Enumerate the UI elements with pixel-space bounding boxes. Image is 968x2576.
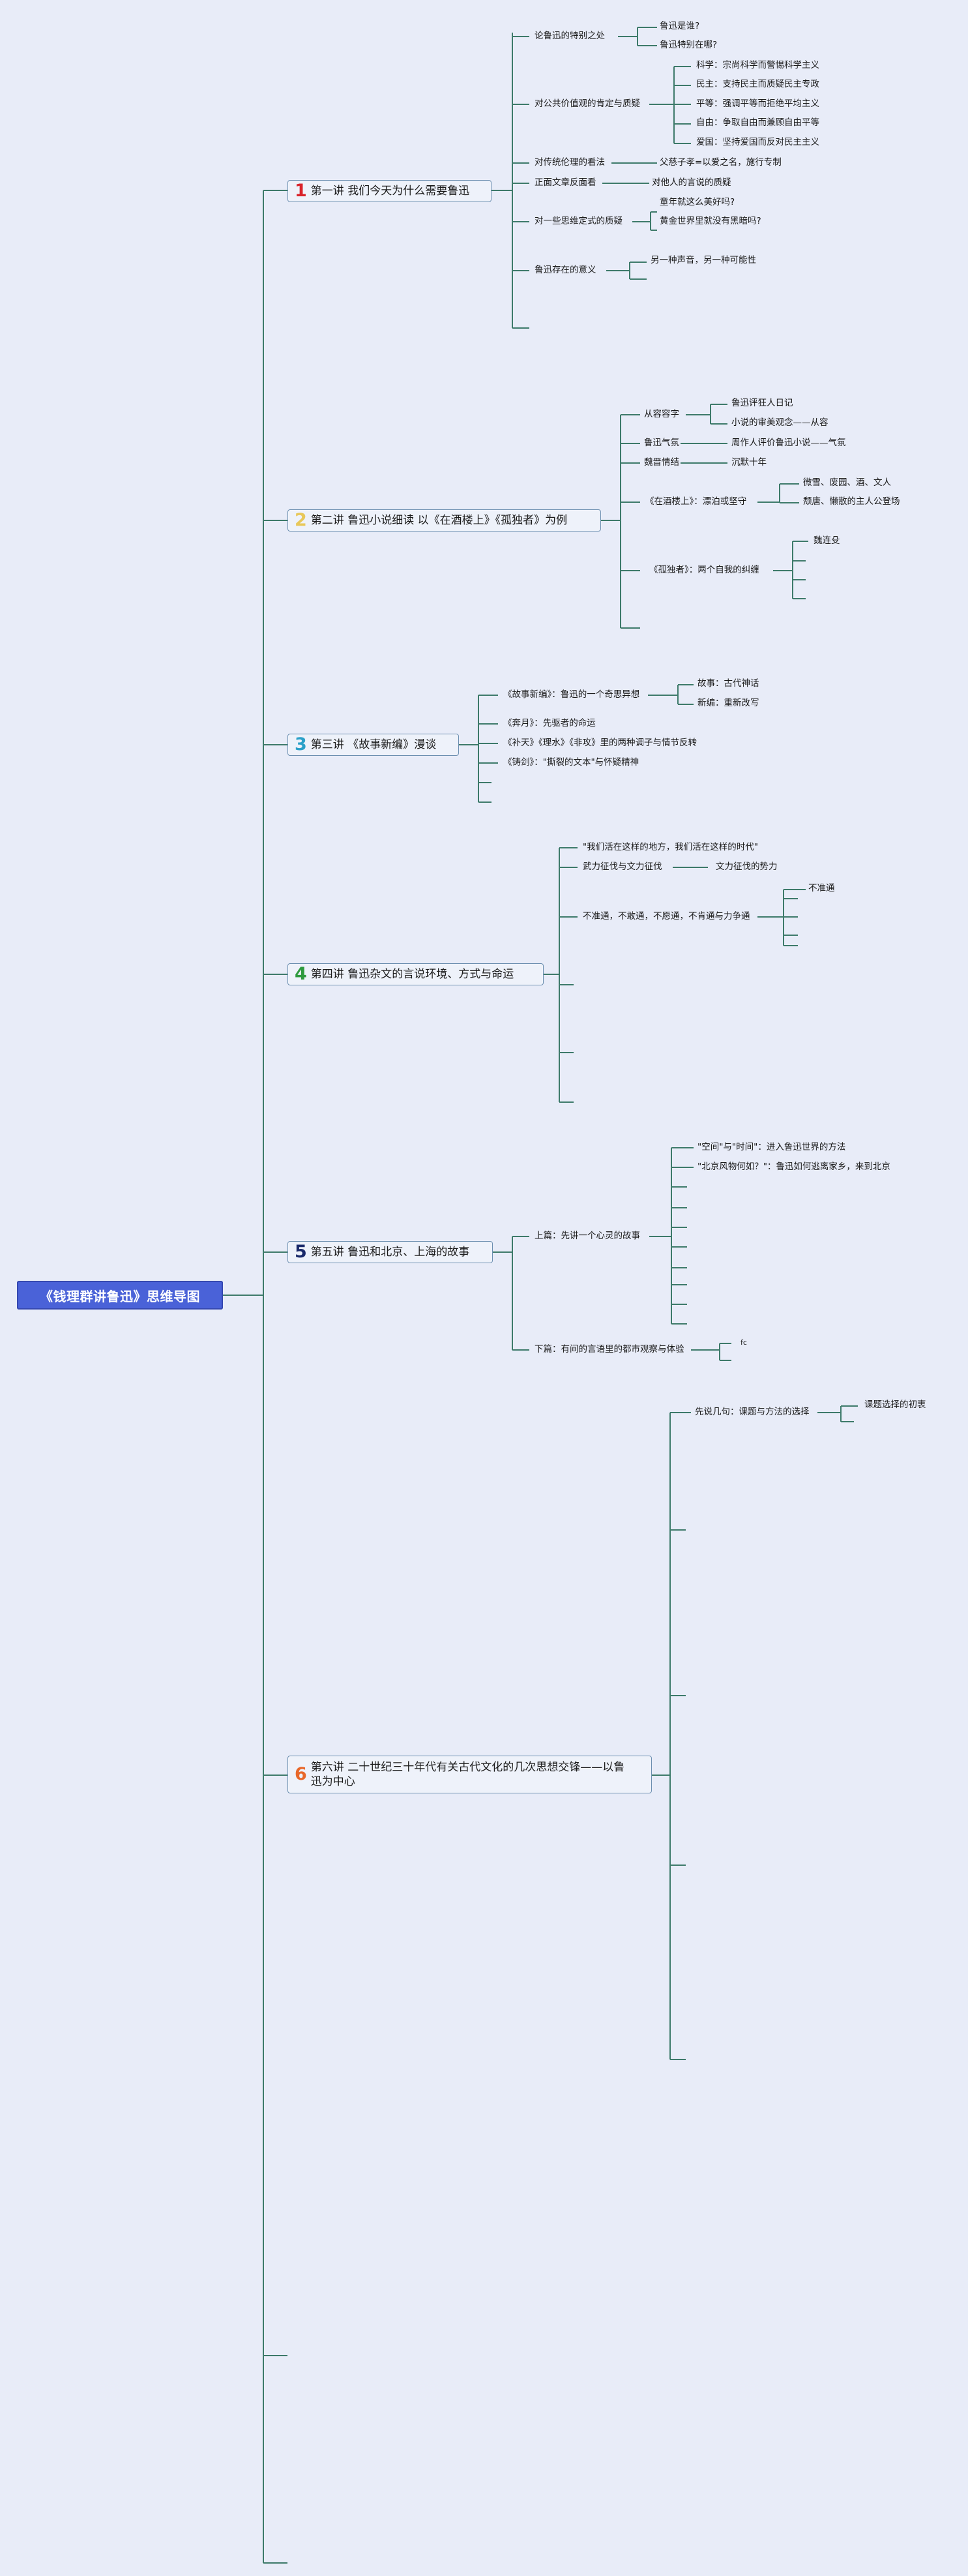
topic-6-number: 6: [295, 1764, 307, 1784]
t2-aesthetic: 小说的审美观念——从容: [731, 417, 829, 428]
t1-tradition: 对传统伦理的看法: [535, 157, 605, 168]
t6-first: 先说几句：课题与方法的选择: [695, 1407, 810, 1417]
t1-meaning: 鲁迅存在的意义: [535, 265, 596, 275]
topic-1[interactable]: 1 第一讲 我们今天为什么需要鲁迅: [287, 180, 491, 202]
topic-3-label: 第三讲 《故事新编》漫谈: [310, 738, 437, 751]
t4-not-all: 不准通，不敢通，不愿通，不肯通与力争通: [583, 911, 750, 921]
t3-butian: 《补天》《理水》《非攻》里的两种调子与情节反转: [503, 738, 697, 748]
t1-patriotism: 爱国：坚持爱国而反对民主主义: [696, 137, 819, 147]
t3-benyue: 《奔月》：先驱者的命运: [503, 718, 596, 728]
t6-origin: 课题选择的初衷: [864, 1400, 926, 1410]
t4-not-allowed: 不准通: [808, 883, 835, 893]
t5-space-time: "空间"与"时间"：进入鲁迅世界的方法: [697, 1142, 846, 1152]
t2-tavern: 《在酒楼上》：漂泊或坚守: [645, 496, 747, 507]
topic-6[interactable]: 6 第六讲 二十世纪三十年代有关古代文化的几次思想交锋——以鲁迅为中心: [287, 1756, 652, 1793]
t4-force: 武力征伐与文力征伐: [583, 861, 662, 872]
t5-part2: 下篇：有间的言语里的都市观察与体验: [535, 1344, 684, 1355]
topic-1-number: 1: [295, 181, 307, 201]
t1-special: 论鲁迅的特别之处: [535, 31, 605, 41]
t1-equality: 平等：强调平等而拒绝平均主义: [696, 98, 819, 109]
t2-lonely: 《孤独者》：两个自我的纠缠: [649, 565, 759, 575]
t1-voice: 另一种声音，另一种可能性: [651, 255, 756, 265]
topic-1-label: 第一讲 我们今天为什么需要鲁迅: [310, 185, 470, 198]
t2-zhou: 周作人评价鲁迅小说——气氛: [731, 438, 846, 448]
topic-5-number: 5: [295, 1242, 307, 1262]
t1-who: 鲁迅是谁?: [660, 21, 700, 31]
t1-golden: 黄金世界里就没有黑暗吗?: [660, 216, 761, 226]
t2-wei-lianshu: 魏连殳: [814, 535, 840, 546]
t1-filial: 父慈子孝=以爱之名，施行专制: [660, 157, 782, 168]
t5-part1: 上篇：先讲一个心灵的故事: [535, 1231, 640, 1241]
t1-public-values: 对公共价值观的肯定与质疑: [535, 98, 640, 109]
topic-5-label: 第五讲 鲁迅和北京、上海的故事: [310, 1246, 470, 1259]
t2-silence: 沉默十年: [731, 457, 767, 468]
topic-4-number: 4: [295, 964, 307, 984]
t2-wei: 魏晋情结: [644, 457, 679, 468]
t3-gushi: 故事：古代神话: [697, 678, 759, 689]
topic-4-label: 第四讲 鲁迅杂文的言说环境、方式与命运: [310, 968, 514, 981]
t3-zhujian: 《铸剑》："撕裂的文本"与怀疑精神: [503, 757, 639, 768]
t1-freedom: 自由：争取自由而兼顾自由平等: [696, 117, 819, 128]
topic-2-number: 2: [295, 510, 307, 530]
topic-6-label: 第六讲 二十世纪三十年代有关古代文化的几次思想交锋——以鲁迅为中心: [310, 1761, 625, 1788]
t3-xinbian: 《故事新编》：鲁迅的一个奇思异想: [503, 689, 640, 700]
topic-2-label: 第二讲 鲁迅小说细读 以《在酒楼上》《孤独者》为例: [310, 514, 568, 527]
t5-beijing: "北京风物何如？"：鲁迅如何逃离家乡，来到北京: [697, 1161, 890, 1172]
t1-democracy: 民主：支持民主而质疑民主专政: [696, 79, 819, 89]
t1-childhood: 童年就这么美好吗?: [660, 197, 735, 207]
t1-others: 对他人的言说的质疑: [652, 177, 731, 188]
topic-2[interactable]: 2 第二讲 鲁迅小说细读 以《在酒楼上》《孤独者》为例: [287, 509, 601, 532]
t2-lazy: 颓唐、懒散的主人公登场: [803, 496, 900, 507]
t2-madman: 鲁迅评狂人日记: [731, 398, 793, 408]
topic-3[interactable]: 3 第三讲 《故事新编》漫谈: [287, 734, 459, 756]
root-title-text: 《钱理群讲鲁迅》思维导图: [40, 1288, 200, 1304]
root-title: 《钱理群讲鲁迅》思维导图: [17, 1281, 223, 1310]
t2-qi: 鲁迅气氛: [644, 438, 679, 448]
t4-force-power: 文力征伐的势力: [716, 861, 778, 872]
topic-5[interactable]: 5 第五讲 鲁迅和北京、上海的故事: [287, 1241, 493, 1263]
t5-fragment: fc: [741, 1338, 747, 1347]
t1-cert-doubt: 对一些思维定式的质疑: [535, 216, 623, 226]
topic-3-number: 3: [295, 734, 307, 755]
t3-xin: 新编：重新改写: [697, 698, 759, 708]
t1-where: 鲁迅特别在哪?: [660, 40, 718, 50]
t2-snow: 微雪、废园、酒、文人: [803, 477, 891, 488]
t1-science: 科学：宗尚科学而警惕科学主义: [696, 60, 819, 70]
t2-calm: 从容容字: [644, 409, 679, 419]
topic-4[interactable]: 4 第四讲 鲁迅杂文的言说环境、方式与命运: [287, 963, 544, 985]
t1-reading: 正面文章反面看: [535, 177, 596, 188]
t4-place: "我们活在这样的地方，我们活在这样的时代": [583, 842, 758, 852]
